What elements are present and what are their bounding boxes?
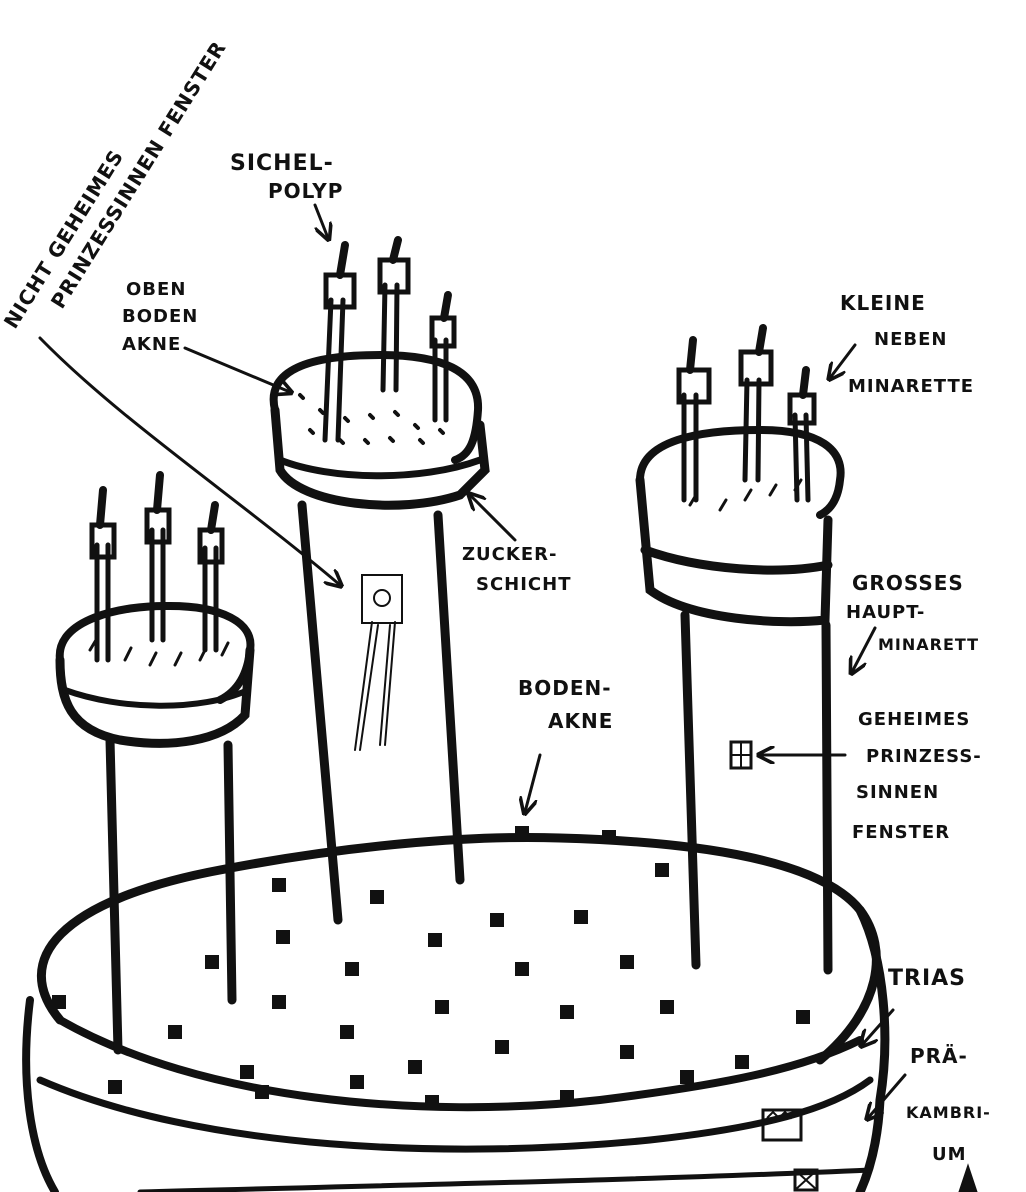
label-geheim-1: GEHEIMES: [858, 709, 970, 730]
center-candle-3: [435, 340, 446, 420]
label-grosses-3: MINARETT: [878, 635, 979, 654]
arrow-sichel: [315, 205, 328, 238]
label-sichel-2: POLYP: [268, 179, 343, 203]
left-candle-1: [97, 545, 108, 660]
label-geheim-4: FENSTER: [852, 822, 950, 843]
label-geheim-3: SINNEN: [856, 782, 939, 803]
label-geheim-2: PRINZESS-: [866, 746, 982, 767]
label-boden-2: AKNE: [548, 709, 613, 733]
secret-window: [731, 742, 751, 768]
label-oben-1: OBEN: [126, 279, 186, 300]
right-tower-right: [826, 625, 828, 970]
center-tower-right: [438, 515, 460, 880]
right-cap-outline: [640, 480, 828, 622]
right-cap-band: [645, 550, 828, 570]
center-cap-dots: [300, 395, 443, 443]
right-candle-1: [684, 395, 696, 500]
label-grosses-2: HAUPT-: [846, 602, 925, 623]
right-tower-left: [685, 615, 696, 965]
label-kleine-1: KLEINE: [840, 291, 926, 315]
label-sichel-1: SICHEL-: [230, 151, 334, 176]
arrow-zucker: [470, 495, 515, 540]
label-kleine-3: MINARETTE: [848, 376, 974, 397]
cake-right-side: [860, 910, 885, 1192]
label-pra-1: PRÄ-: [910, 1044, 968, 1068]
arrow-nicht-geheim: [40, 338, 340, 585]
left-minaret: [60, 475, 251, 1050]
center-candle-2: [383, 285, 397, 390]
left-tower-left: [110, 740, 118, 1050]
cake-bottom: [140, 1170, 870, 1192]
center-minaret: [274, 240, 485, 920]
right-cap-hatching: [690, 480, 801, 510]
label-grosses-1: GROSSES: [852, 571, 964, 595]
cake-left-side: [26, 1000, 55, 1192]
label-pra-3: UM: [932, 1144, 967, 1165]
label-oben-3: AKNE: [122, 334, 181, 355]
arrow-grosses: [852, 628, 875, 672]
label-trias: TRIAS: [888, 966, 966, 991]
label-nicht-geheim-2: PRINZESSINNEN FENSTER: [46, 36, 231, 312]
right-cap-top: [640, 430, 841, 515]
label-zucker-2: SCHICHT: [476, 574, 572, 595]
left-tower-right: [228, 745, 232, 1000]
non-secret-window: [355, 575, 402, 750]
cake-layer-line: [40, 1080, 870, 1149]
arrow-boden: [525, 755, 540, 812]
annotation-labels: NICHT GEHEIMES PRINZESSINNEN FENSTER SIC…: [0, 36, 991, 1165]
cake-base: [26, 837, 885, 1192]
arrow-oben-boden: [185, 348, 290, 392]
center-candle-1: [325, 300, 343, 440]
label-kleine-2: NEBEN: [874, 329, 947, 350]
center-cap-zucker: [280, 460, 480, 476]
label-zucker-1: ZUCKER-: [462, 544, 557, 565]
arrow-kleine: [830, 345, 855, 378]
label-oben-2: BODEN: [122, 306, 198, 327]
label-boden-1: BODEN-: [518, 676, 612, 700]
left-candle-2: [152, 530, 163, 640]
label-pra-2: KAMBRI-: [906, 1103, 991, 1122]
